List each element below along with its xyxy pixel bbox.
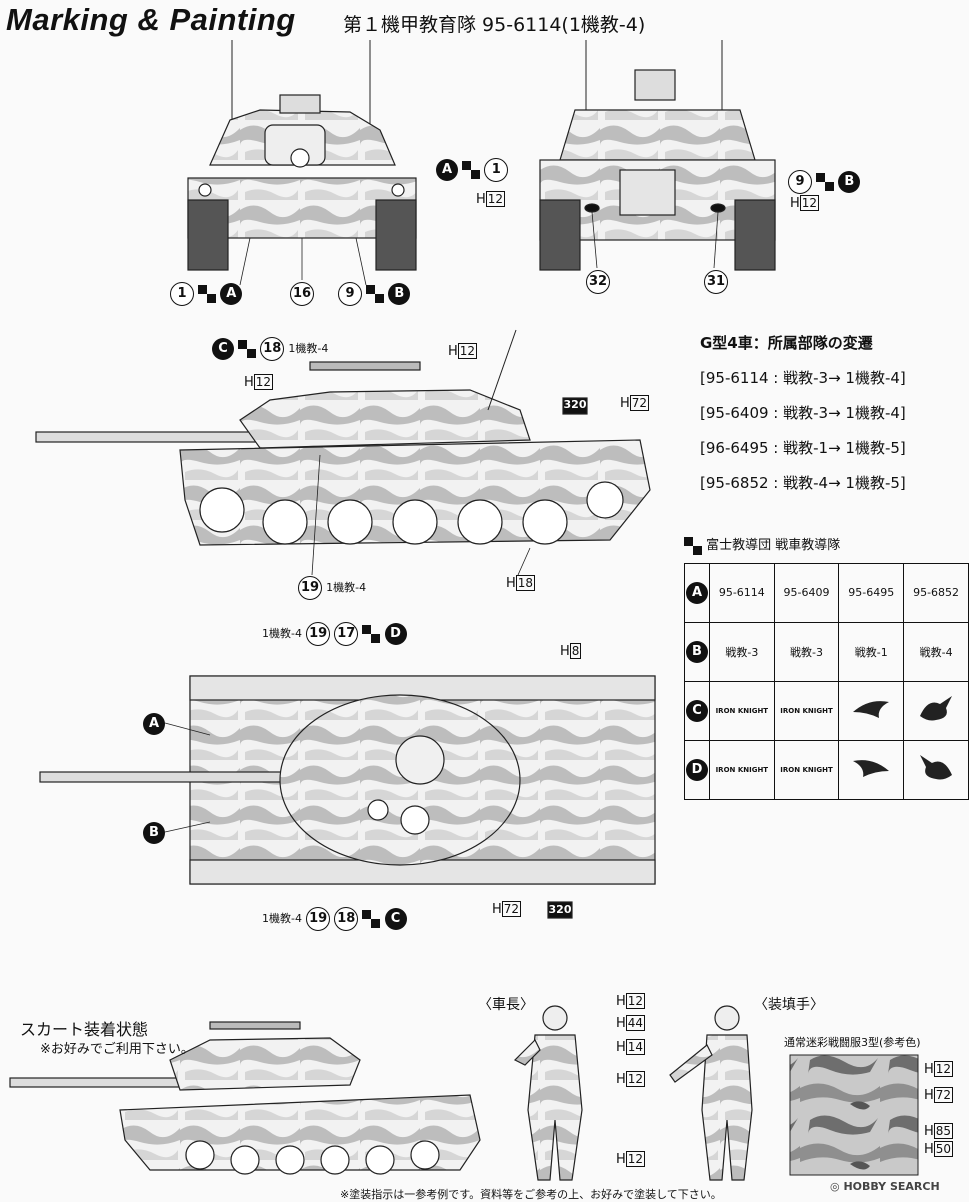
- callout-front-left: 1 A: [170, 282, 243, 306]
- callout-16: 16: [290, 282, 314, 306]
- footer-note: ※塗装指示は一参考例です。資料等をご参考の上、お好みで塗装して下さい。: [340, 1188, 722, 1201]
- callout-top-A: A: [143, 712, 165, 735]
- history-row: [95-6852 : 戦教-4→ 1機教-5]: [700, 474, 906, 492]
- callout-side-turret: C 18 1機教-4: [212, 337, 328, 361]
- callout-32: 32: [586, 270, 610, 294]
- skirt-view: [9, 1021, 481, 1175]
- decal-flag-icon: [366, 284, 385, 303]
- plate-320-top: 320: [548, 903, 572, 916]
- iron-knight-emblem: IRON KNIGHT: [773, 739, 840, 800]
- camo-swatch: [789, 1054, 919, 1176]
- callout-top-upper: 1機教-4 19 17 D: [262, 622, 407, 646]
- commander-label: 〈車長〉: [478, 997, 534, 1013]
- skirt-note: ※お好みでご利用下さい。: [40, 1042, 194, 1057]
- history-row: [96-6495 : 戦教-1→ 1機教-5]: [700, 439, 906, 457]
- decal-flag-icon: [684, 536, 702, 555]
- callout-front-right: 9 B: [338, 282, 411, 306]
- history-row: [95-6409 : 戦教-3→ 1機教-4]: [700, 404, 906, 422]
- front-view: [187, 40, 417, 286]
- hobby-search-logo-icon: ◎: [830, 1180, 840, 1193]
- callout-31: 31: [704, 270, 728, 294]
- page-subtitle: 第１機甲教育隊 95-6114(1機教-4): [343, 14, 646, 36]
- callout-rear-right: 9 B: [788, 170, 861, 194]
- skirt-title: スカート装着状態: [20, 1020, 149, 1039]
- loader-label: 〈装填手〉: [754, 997, 824, 1013]
- decal-flag-icon: [462, 160, 481, 179]
- callout-rear-left: A 1: [436, 158, 509, 182]
- pegasus-emblem-icon: [920, 696, 953, 721]
- decal-flag-icon: [362, 909, 381, 928]
- table-row: C IRON KNIGHT IRON KNIGHT: [684, 680, 969, 741]
- callout-side-19: 19 1機教-4: [298, 576, 366, 600]
- page-title: Marking & Painting: [6, 2, 296, 37]
- decal-flag-icon: [198, 284, 217, 303]
- bird-emblem-icon: [853, 760, 890, 777]
- decal-flag-icon: [816, 172, 835, 191]
- camo-title: 通常迷彩戦闘服3型(参考色): [784, 1036, 921, 1049]
- side-view: [35, 329, 651, 576]
- iron-knight-emblem: IRON KNIGHT: [773, 680, 840, 741]
- decal-flag-icon: [238, 339, 257, 358]
- bird-emblem-icon: [853, 701, 890, 718]
- crew-figures: [513, 1005, 753, 1181]
- top-view: [39, 675, 656, 919]
- rear-view: [539, 40, 776, 271]
- table-row: D IRON KNIGHT IRON KNIGHT: [684, 739, 969, 800]
- plate-320-side: 320: [563, 398, 587, 411]
- unit-history: G型4車：所属部隊の変遷 [95-6114 : 戦教-3→ 1機教-4] [95…: [700, 326, 906, 501]
- unit-name: 富士教導団 戦車教導隊: [684, 534, 969, 555]
- iron-knight-emblem: IRON KNIGHT: [709, 680, 775, 741]
- callout-top-B: B: [143, 821, 165, 844]
- callout-top-lower: 1機教-4 19 18 C: [262, 907, 407, 931]
- iron-knight-emblem: IRON KNIGHT: [709, 739, 775, 800]
- history-row: [95-6114 : 戦教-3→ 1機教-4]: [700, 369, 906, 387]
- pegasus-emblem-icon: [920, 755, 953, 780]
- decal-flag-icon: [362, 624, 381, 643]
- watermark: ◎ HOBBY SEARCH: [830, 1180, 940, 1193]
- history-heading: G型4車：所属部隊の変遷: [700, 334, 873, 352]
